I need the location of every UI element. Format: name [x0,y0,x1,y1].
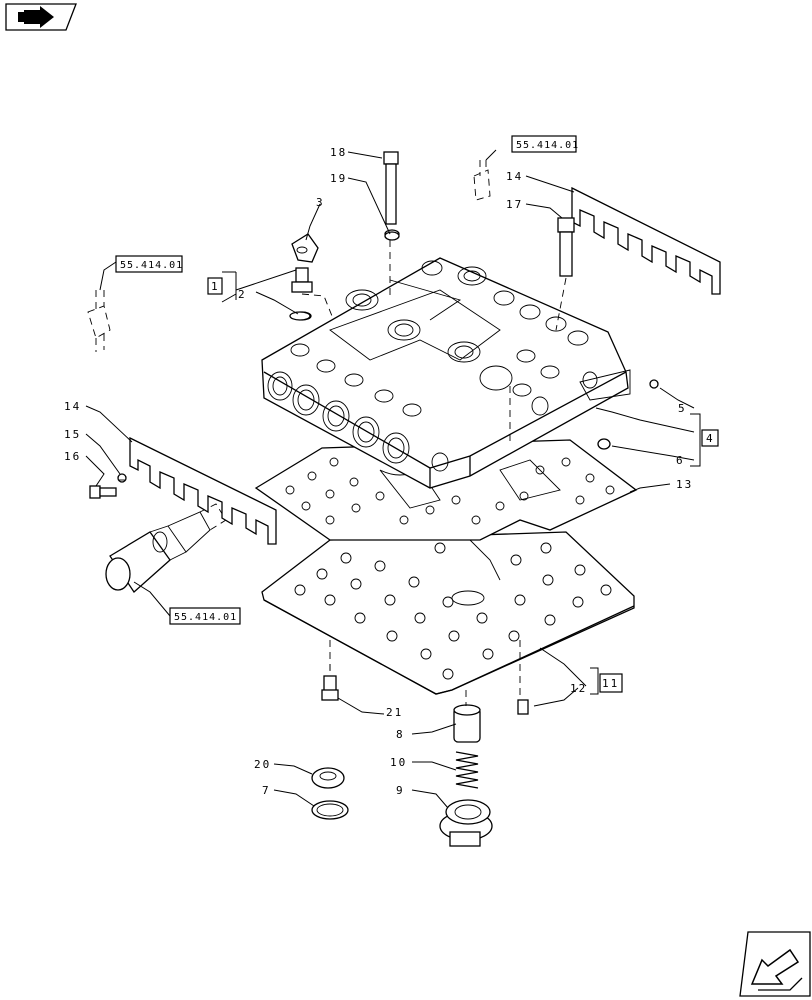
callout-21: 21 [386,706,403,719]
ref-box-bottom[interactable]: 55.414.01 [169,607,241,625]
callout-12: 12 [570,682,587,695]
callout-11: 11 [602,677,619,690]
callout-18: 18 [330,146,347,159]
plug-9 [439,799,493,847]
ref-box-left[interactable]: 55.414.01 [115,255,183,273]
gasket-strip-lower [129,436,277,545]
callout-14-lower: 14 [64,400,81,413]
oring-2 [289,311,311,321]
callout-numbers: 18 19 3 2 14 17 14 15 16 5 6 13 12 21 8 … [64,146,693,797]
spring-10 [455,751,479,789]
pressure-sensor-top [473,160,491,201]
ref-box-top[interactable]: 55.414.01 [511,135,579,153]
callout-8: 8 [396,728,405,741]
lower-plate [261,531,635,695]
pressure-sensor-left [87,290,111,352]
boxed-callout-1[interactable]: 1 [207,277,223,295]
book-arrow-icon[interactable] [5,3,77,31]
bolt-16 [89,473,127,499]
solenoid-valve [105,503,227,593]
callout-15: 15 [64,428,81,441]
callout-7: 7 [262,784,271,797]
oring-7 [311,800,349,820]
bolt-18 [383,151,400,239]
callout-9: 9 [396,784,405,797]
boxed-callout-4[interactable]: 4 [701,429,719,447]
assembly-centerlines [118,240,567,706]
top-bosses [290,260,631,417]
pin-12 [517,699,529,715]
callout-3: 3 [316,196,325,209]
callout-2: 2 [238,288,247,301]
gasket-strip-upper [571,186,721,295]
piston-8 [453,704,481,743]
boxed-callout-11[interactable]: 11 [599,673,623,693]
bolt-17 [557,217,575,277]
callout-4: 4 [706,432,715,445]
ball-6 [597,438,611,450]
plug-5 [649,379,659,389]
next-page-arrow-icon[interactable] [739,931,811,997]
callout-16: 16 [64,450,81,463]
callout-20: 20 [254,758,271,771]
callout-14-upper: 14 [506,170,523,183]
front-bores [267,371,598,472]
plug-20 [311,767,345,789]
bolt-21 [321,664,339,701]
ref-label-bottom: 55.414.01 [174,612,237,623]
ref-label-left: 55.414.01 [120,260,183,271]
bracket-3 [291,233,319,263]
leader-lines [85,149,701,809]
callout-13: 13 [676,478,693,491]
callout-19: 19 [330,172,347,185]
callout-10: 10 [390,756,407,769]
washer-19 [384,231,400,241]
callout-5: 5 [678,402,687,415]
valve-body [261,257,631,489]
ref-label-top: 55.414.01 [516,140,579,151]
lower-plate-holes [294,542,612,680]
callout-1: 1 [211,280,220,293]
callout-6: 6 [676,454,685,467]
callout-17: 17 [506,198,523,211]
